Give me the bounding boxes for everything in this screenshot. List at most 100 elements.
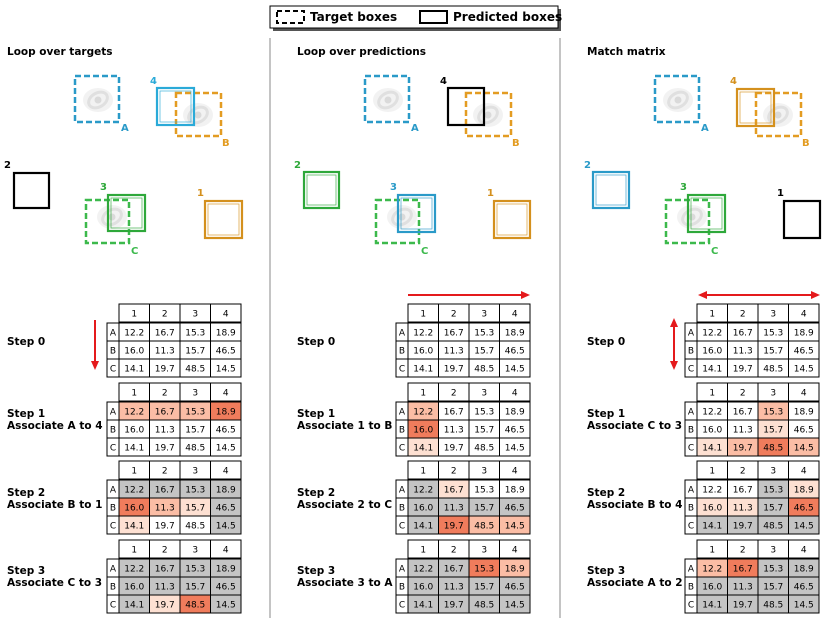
panel-title: Match matrix <box>587 46 666 58</box>
predicted-label-1: 1 <box>777 188 784 199</box>
cell-value: 12.2 <box>413 486 433 496</box>
galaxy-image <box>677 205 707 229</box>
matrix-cell <box>210 358 242 378</box>
cell-value: 15.7 <box>185 426 205 436</box>
row-label: A <box>399 486 406 496</box>
cell-value: 14.1 <box>702 365 722 375</box>
row-label: B <box>688 347 694 357</box>
cell-value: 48.5 <box>474 522 494 532</box>
target-box-a <box>653 74 701 124</box>
cell-value: 12.2 <box>413 565 433 575</box>
iteration-arrow <box>408 291 530 299</box>
cell-value: 16.0 <box>124 504 144 514</box>
step-label: Step 1 <box>587 408 625 420</box>
cell-value: 14.1 <box>413 601 433 611</box>
target-label-c: C <box>131 246 138 257</box>
step-association: Associate C to 3 <box>7 577 102 589</box>
cell-value: 46.5 <box>216 426 236 436</box>
step-association: Associate 2 to C <box>297 499 392 511</box>
column-label: 1 <box>709 310 715 320</box>
cell-value: 16.7 <box>733 565 753 575</box>
target-label-c: C <box>421 246 428 257</box>
row-label: C <box>688 444 694 454</box>
cell-value: 16.7 <box>155 408 175 418</box>
cell-value: 18.9 <box>794 565 814 575</box>
cell-value: 15.7 <box>763 583 783 593</box>
cell-value: 19.7 <box>444 522 464 532</box>
cell-value: 18.9 <box>505 486 525 496</box>
cell-value: 19.7 <box>155 601 175 611</box>
column-label: 1 <box>420 467 426 477</box>
cell-value: 16.7 <box>444 329 464 339</box>
cell-value: 48.5 <box>763 365 783 375</box>
cell-value: 15.3 <box>474 329 494 339</box>
target-label-a: A <box>411 123 419 134</box>
step-label: Step 0 <box>7 336 45 348</box>
row-label: C <box>110 601 116 611</box>
cell-value: 14.5 <box>505 522 525 532</box>
legend-predicted-label: Predicted boxes <box>453 10 562 24</box>
cell-value: 11.3 <box>733 347 753 357</box>
cell-value: 11.3 <box>733 426 753 436</box>
cell-value: 11.3 <box>444 583 464 593</box>
predicted-box-4 <box>446 86 486 127</box>
cell-value: 11.3 <box>155 426 175 436</box>
galaxy-image <box>387 205 417 229</box>
step-label: Step 0 <box>587 336 625 348</box>
column-label: 1 <box>420 310 426 320</box>
column-label: 4 <box>223 389 229 399</box>
row-label: A <box>110 486 117 496</box>
column-header-cell <box>499 539 531 559</box>
predicted-label-1: 1 <box>487 188 494 199</box>
column-label: 4 <box>801 546 807 556</box>
target-box-b <box>464 91 513 138</box>
step-label: Step 3 <box>587 565 625 577</box>
step-label: Step 3 <box>7 565 45 577</box>
predicted-box-4 <box>735 87 776 128</box>
cell-value: 18.9 <box>216 565 236 575</box>
cell-value: 16.7 <box>733 329 753 339</box>
column-header-cell <box>210 460 242 480</box>
column-label: 2 <box>740 546 746 556</box>
cell-value: 46.5 <box>794 347 814 357</box>
cell-value: 48.5 <box>474 444 494 454</box>
column-header-cell <box>210 303 242 323</box>
row-label: A <box>688 565 695 575</box>
cell-value: 15.3 <box>185 329 205 339</box>
column-label: 3 <box>192 310 198 320</box>
row-label: B <box>399 347 405 357</box>
row-label: C <box>399 522 405 532</box>
cell-value: 19.7 <box>155 365 175 375</box>
row-label: B <box>399 426 405 436</box>
column-label: 3 <box>481 467 487 477</box>
predicted-label-2: 2 <box>294 160 301 171</box>
predicted-box-3 <box>686 193 727 234</box>
cell-value: 15.3 <box>474 565 494 575</box>
step-association: Associate 3 to A <box>297 577 393 589</box>
cell-value: 48.5 <box>474 365 494 375</box>
cell-value: 46.5 <box>216 583 236 593</box>
cell-value: 15.3 <box>474 408 494 418</box>
galaxy-image <box>373 88 403 112</box>
cell-value: 16.0 <box>124 583 144 593</box>
iteration-arrow <box>670 291 820 370</box>
row-label: C <box>688 601 694 611</box>
cell-value: 19.7 <box>155 444 175 454</box>
target-box-b <box>754 91 803 138</box>
matrix-cell <box>210 515 242 535</box>
predicted-box-3 <box>396 193 437 234</box>
predicted-box-2 <box>12 171 51 210</box>
column-label: 1 <box>709 467 715 477</box>
matrix-cell <box>210 437 242 457</box>
matrix-cell <box>788 358 820 378</box>
predicted-label-4: 4 <box>440 76 447 87</box>
cell-value: 46.5 <box>505 583 525 593</box>
cell-value: 11.3 <box>733 583 753 593</box>
